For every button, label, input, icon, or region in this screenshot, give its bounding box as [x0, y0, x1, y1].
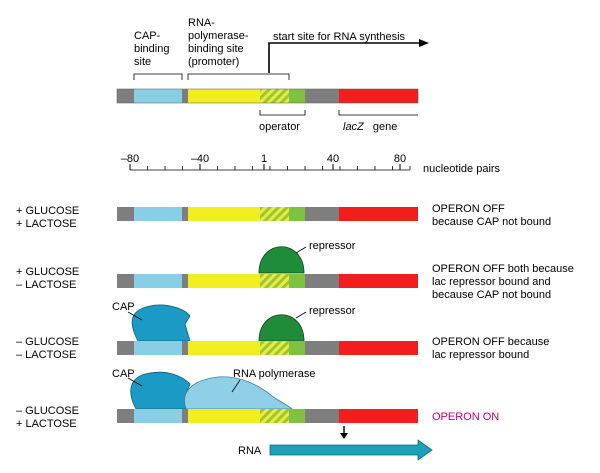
lactose-condition: – LACTOSE — [16, 279, 76, 291]
glucose-condition: + GLUCOSE — [16, 205, 79, 217]
repressor-protein — [258, 246, 305, 274]
operon-status: OPERON OFF because — [432, 336, 549, 348]
start-site-label: start site for RNA synthesis — [273, 31, 406, 43]
start-site-arrowhead — [419, 39, 429, 47]
svg-text:RNA-: RNA- — [188, 17, 215, 29]
lactose-condition: – LACTOSE — [16, 349, 76, 361]
rna-transcript-arrow — [269, 439, 433, 461]
tick-label: 80 — [394, 153, 406, 165]
svg-text:binding site: binding site — [188, 43, 244, 55]
svg-text:polymerase-: polymerase- — [188, 30, 249, 42]
svg-text:binding: binding — [134, 43, 169, 55]
operon-status: OPERON OFF — [432, 203, 505, 215]
cap-site-label: CAP- binding site — [134, 30, 169, 68]
operon-status: lac repressor bound and — [432, 276, 551, 288]
dna-bar — [117, 274, 418, 288]
dna-bar — [117, 207, 418, 221]
cap-pointer — [127, 311, 143, 321]
repressor-pointer — [295, 311, 307, 319]
operon-status: because CAP not bound — [432, 289, 551, 301]
rna-label: RNA — [238, 445, 262, 457]
glucose-condition: – GLUCOSE — [16, 336, 79, 348]
operon-status: lac repressor bound — [432, 349, 529, 361]
tick-label: 40 — [327, 153, 339, 165]
glucose-condition: – GLUCOSE — [16, 405, 79, 417]
rna-polymerase-protein — [184, 376, 293, 410]
scale-unit: nucleotide pairs — [423, 163, 501, 175]
repressor-pointer — [295, 246, 307, 254]
dna-bar — [117, 341, 418, 355]
repressor-protein — [258, 314, 305, 342]
tick-label: 1 — [261, 153, 267, 165]
tick-label: –80 — [121, 153, 139, 165]
condition-row-1: + GLUCOSE + LACTOSE OPERON OFF because C… — [16, 203, 551, 230]
condition-row-4: CAP RNA polymerase – GLUCOSE + LACTOSE O… — [16, 368, 499, 461]
cap-label: CAP — [112, 368, 135, 380]
condition-row-3: CAP repressor – GLUCOSE – LACTOSE OPERON… — [16, 301, 549, 361]
operon-status: OPERON ON — [432, 411, 499, 423]
pol-site-label: RNA- polymerase- binding site (promoter) — [188, 17, 249, 68]
cap-site-bracket — [133, 73, 183, 80]
dna-bar-reference — [116, 88, 419, 104]
pol-site-bracket — [187, 73, 290, 80]
svg-text:(promoter): (promoter) — [188, 56, 239, 68]
operon-status: because CAP not bound — [432, 216, 551, 228]
cap-protein — [131, 304, 191, 342]
rna-polymerase-pointer — [231, 379, 241, 393]
cap-protein — [130, 371, 191, 410]
cap-pointer — [127, 377, 143, 387]
condition-row-2: repressor + GLUCOSE – LACTOSE OPERON OFF… — [16, 240, 574, 301]
glucose-condition: + GLUCOSE — [16, 266, 79, 278]
transcription-arrowhead — [340, 433, 348, 439]
operator-label: operator — [259, 121, 300, 133]
operon-status: OPERON OFF both because — [432, 263, 574, 275]
repressor-label: repressor — [309, 240, 356, 252]
start-site-arrow-line — [268, 42, 420, 73]
lacz-label: lacZ gene — [343, 121, 397, 133]
tick-label: –40 — [191, 153, 209, 165]
rna-polymerase-label: RNA polymerase — [233, 368, 316, 380]
cap-label: CAP — [112, 301, 135, 313]
lactose-condition: + LACTOSE — [16, 218, 77, 230]
lacz-bracket — [338, 110, 418, 116]
svg-text:site: site — [134, 56, 151, 68]
dna-bar — [117, 409, 418, 423]
repressor-label: repressor — [309, 305, 356, 317]
svg-text:CAP-: CAP- — [134, 30, 161, 42]
nucleotide-scale: –80 –40 1 40 80 nucleotide pairs — [121, 153, 501, 175]
lactose-condition: + LACTOSE — [16, 418, 77, 430]
operator-bracket — [259, 110, 306, 116]
